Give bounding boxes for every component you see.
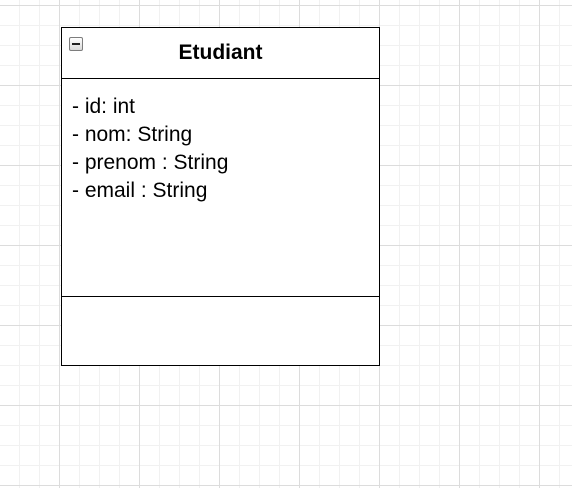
minus-icon <box>72 43 80 45</box>
uml-class-etudiant[interactable]: Etudiant - id: int - nom: String - preno… <box>61 27 380 366</box>
attributes-compartment[interactable]: - id: int - nom: String - prenom : Strin… <box>62 79 379 297</box>
attribute-item[interactable]: - id: int <box>72 95 136 118</box>
attribute-item[interactable]: - email : String <box>72 179 208 202</box>
attribute-item[interactable]: - nom: String <box>72 123 193 146</box>
class-header[interactable]: Etudiant <box>62 28 379 79</box>
collapse-icon[interactable] <box>69 37 83 51</box>
operations-compartment[interactable] <box>62 297 379 364</box>
class-name[interactable]: Etudiant <box>178 41 263 64</box>
attribute-item[interactable]: - prenom : String <box>72 151 229 174</box>
